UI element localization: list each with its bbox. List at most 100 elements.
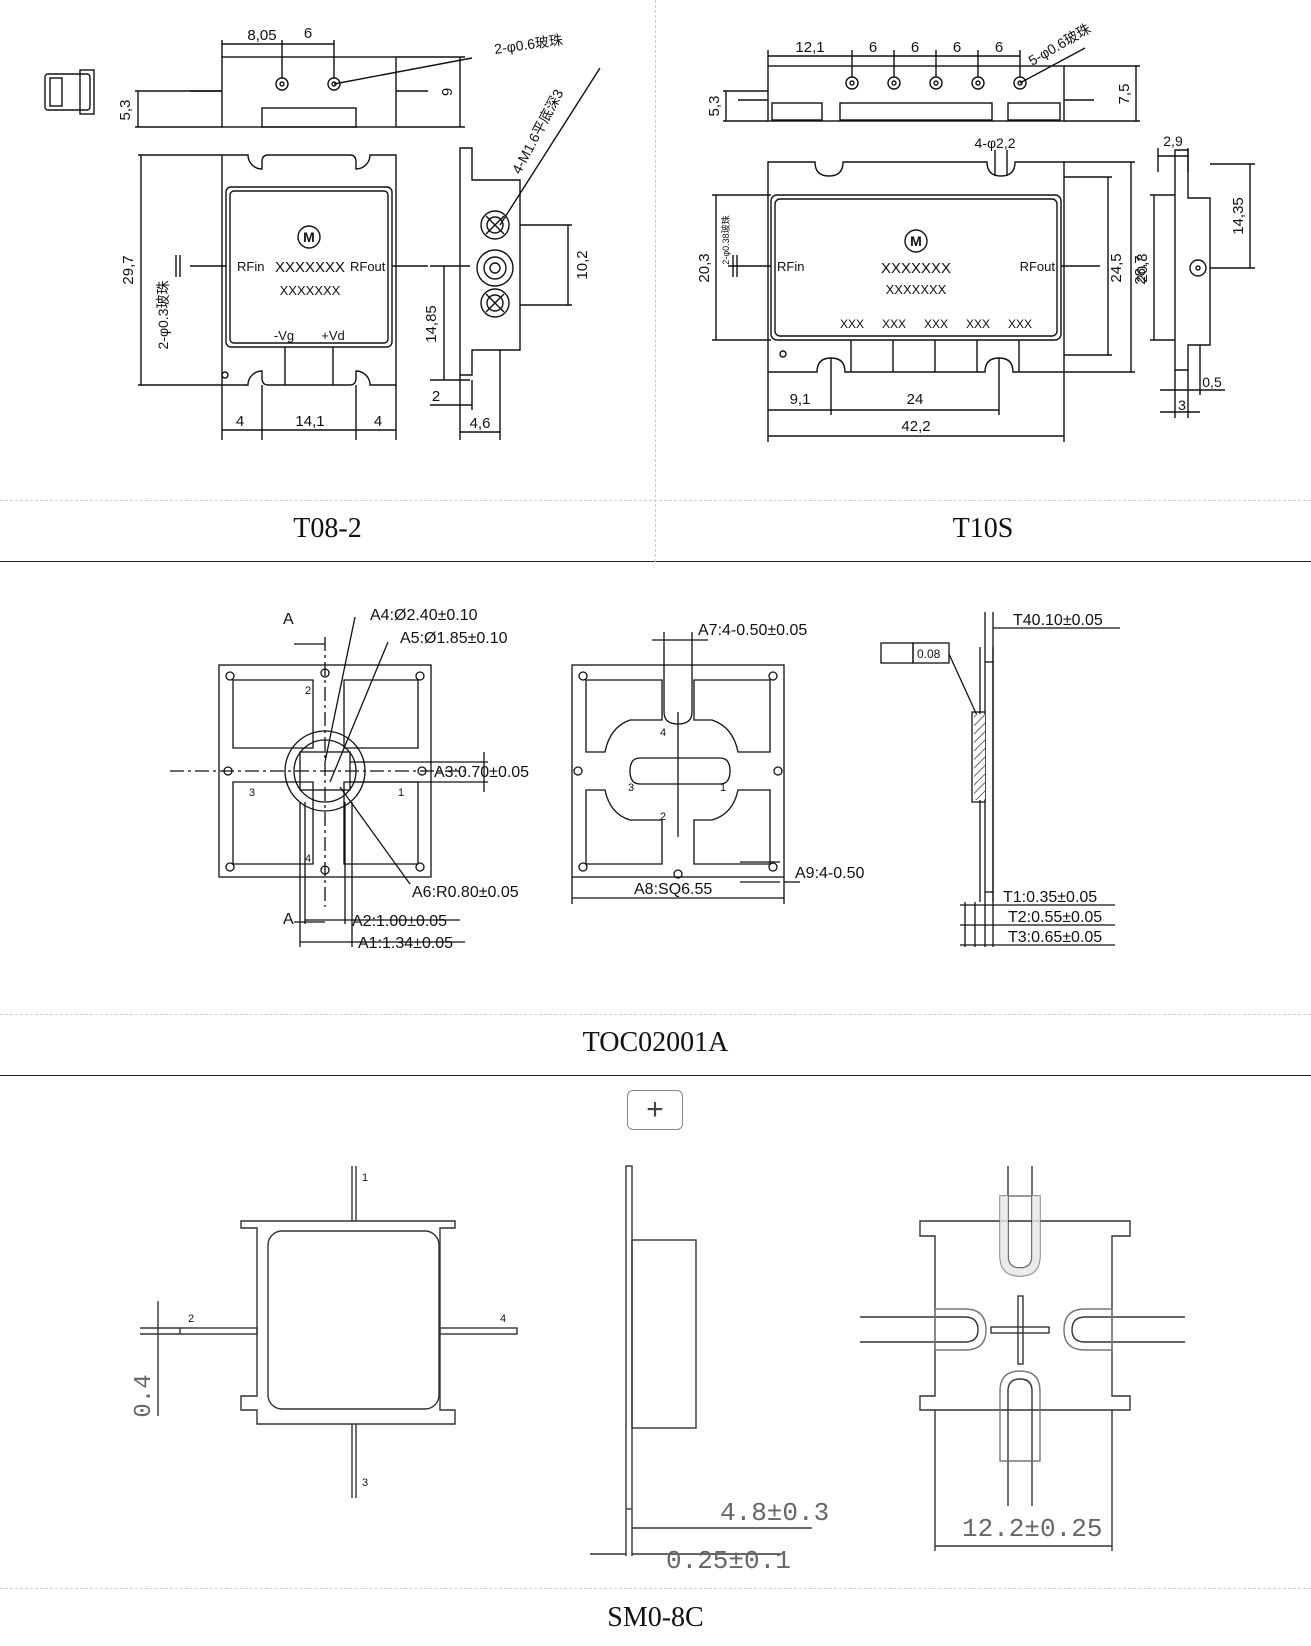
toc-dim-a2: A2:1.00±0.05 bbox=[352, 913, 447, 930]
t08-dim-6: 6 bbox=[304, 25, 312, 42]
t08-drawing: 8,05 6 5,3 9 2-φ0.6玻珠 4-M1.6平底深3 29,7 2-… bbox=[44, 25, 601, 440]
t10-dim-28-7: 28,7 bbox=[1132, 255, 1149, 284]
sm0-pin-2: 2 bbox=[188, 1313, 194, 1325]
t10-dim-20-3-left: 20,3 bbox=[696, 253, 713, 282]
sm0-bottom-view bbox=[919, 1220, 1131, 1411]
t08-dim-14-85: 14,85 bbox=[423, 305, 440, 343]
t08-side-profile bbox=[459, 147, 521, 376]
t08-top-view bbox=[221, 56, 397, 128]
sm0-dim-0-25: 0.25±0.1 bbox=[666, 1546, 791, 1576]
toc-dim-a9: A9:4-0.50 bbox=[795, 865, 864, 882]
sm0-top-view bbox=[240, 1220, 456, 1425]
add-button[interactable]: + bbox=[627, 1090, 683, 1130]
t10-dim-24: 24 bbox=[907, 391, 924, 408]
row-sm0: + bbox=[0, 1076, 1311, 1646]
toc-caption: TOC02001A bbox=[582, 1027, 729, 1058]
toc-dim-t3: T3:0.65±0.05 bbox=[1008, 929, 1102, 946]
t10-dim-20-3-side: 20,3 bbox=[1134, 253, 1151, 282]
t08-side-icon bbox=[44, 73, 91, 111]
t08-vd: +Vd bbox=[321, 328, 345, 343]
t08-model: XXXXXXX bbox=[275, 259, 345, 276]
t10-pin-xxx: XXX bbox=[882, 317, 906, 331]
t08-dim-5-3: 5,3 bbox=[117, 100, 134, 121]
t10-logo: M bbox=[910, 233, 922, 249]
t10-dim-6-d: 6 bbox=[995, 39, 1003, 56]
t10-side-profile bbox=[1174, 149, 1211, 371]
t10-caption: T10S bbox=[952, 513, 1014, 544]
toc-drawing: A A A4:Ø2.40±0.10 A5:Ø1.85±0.10 A3:0.70±… bbox=[170, 607, 1120, 952]
t08-dim-10-2: 10,2 bbox=[574, 250, 591, 279]
toc-dim-a8: A8:SQ6.55 bbox=[634, 881, 712, 898]
toc-dim-a5: A5:Ø1.85±0.10 bbox=[400, 630, 508, 647]
row-toc: A A A4:Ø2.40±0.10 A5:Ø1.85±0.10 A3:0.70±… bbox=[0, 562, 1311, 1076]
t08-note-bead06: 2-φ0.6玻珠 bbox=[493, 32, 564, 57]
t10-dim-6-b: 6 bbox=[911, 39, 919, 56]
t10-pin-xxx: XXX bbox=[840, 317, 864, 331]
t10-dim-7-5: 7,5 bbox=[1116, 84, 1133, 105]
t10-pin-xxx: XXX bbox=[1008, 317, 1032, 331]
t10-dim-0-5: 0,5 bbox=[1202, 374, 1222, 390]
t08-dim-9: 9 bbox=[439, 88, 456, 96]
t08-dim-4-6: 4,6 bbox=[470, 415, 491, 432]
toc-flatness: 0.08 bbox=[917, 647, 941, 661]
t10-dim-2-9: 2,9 bbox=[1163, 133, 1183, 149]
sm0-caption: SM0-8C bbox=[607, 1602, 704, 1633]
sm0-pin-4: 4 bbox=[500, 1313, 506, 1325]
toc-mid-pin-1: 1 bbox=[720, 782, 726, 794]
t10-dim-14-35: 14,35 bbox=[1230, 197, 1247, 235]
toc-mid-pin-2: 2 bbox=[660, 811, 666, 823]
t10-dim-5-3: 5,3 bbox=[706, 96, 723, 117]
toc-dim-a6: A6:R0.80±0.05 bbox=[412, 884, 519, 901]
t08-logo: M bbox=[303, 229, 315, 245]
t10-model2: XXXXXXX bbox=[886, 282, 947, 297]
sm0-dim-4-8: 4.8±0.3 bbox=[720, 1498, 829, 1528]
t08-dim-2: 2 bbox=[432, 388, 440, 405]
t10-dim-42-2: 42,2 bbox=[901, 418, 930, 435]
toc-section-a-top: A bbox=[283, 611, 294, 628]
t08-model2: XXXXXXX bbox=[280, 283, 341, 298]
sm0-pin-3: 3 bbox=[362, 1477, 368, 1489]
t08-rfin: RFin bbox=[237, 259, 264, 274]
t08-caption: T08-2 bbox=[293, 513, 362, 544]
t10-dim-24-5: 24,5 bbox=[1108, 253, 1125, 282]
t08-dim-4-left: 4 bbox=[236, 413, 244, 430]
t10-pin-xxx: XXX bbox=[924, 317, 948, 331]
t08-dim-8-05: 8,05 bbox=[247, 27, 276, 44]
t08-rfout: RFout bbox=[350, 259, 386, 274]
t08-dim-29-7: 29,7 bbox=[120, 255, 137, 284]
toc-pin-1: 1 bbox=[398, 787, 404, 799]
t10-pin-xxx: XXX bbox=[966, 317, 990, 331]
t08-dim-14-1: 14,1 bbox=[295, 413, 324, 430]
sm0-dim-12-2: 12.2±0.25 bbox=[962, 1514, 1102, 1544]
caption-separator bbox=[0, 1014, 1311, 1015]
t08-note-bead03: 2-φ0.3玻珠 bbox=[155, 281, 171, 350]
toc-pin-2: 2 bbox=[305, 685, 311, 697]
toc-mid-pin-3: 3 bbox=[628, 782, 634, 794]
sm0-dim-0-4: 0.4 bbox=[131, 1374, 158, 1417]
t10-dim-9-1: 9,1 bbox=[790, 391, 811, 408]
t10-dim-3: 3 bbox=[1178, 397, 1186, 413]
t10-model: XXXXXXX bbox=[881, 260, 951, 277]
row-t08-t10: 8,05 6 5,3 9 2-φ0.6玻珠 4-M1.6平底深3 29,7 2-… bbox=[0, 0, 1311, 562]
caption-separator bbox=[0, 1588, 1311, 1589]
t10-dim-12-1: 12,1 bbox=[795, 39, 824, 56]
toc-dim-t4: T40.10±0.05 bbox=[1013, 612, 1103, 629]
t10-dim-6-c: 6 bbox=[953, 39, 961, 56]
t10-note-bead038: 2-φ0.38玻珠 bbox=[720, 215, 731, 264]
sm0-drawing: 1 2 4 3 0.4 4.8±0.3 0.25±0.1 12.2±0.25 bbox=[131, 1165, 1185, 1576]
toc-back-view bbox=[571, 664, 785, 878]
toc-mid-pin-4: 4 bbox=[660, 727, 666, 739]
caption-separator bbox=[0, 500, 1311, 501]
toc-pin-3: 3 bbox=[249, 787, 255, 799]
t08-note-m16: 4-M1.6平底深3 bbox=[509, 86, 567, 176]
toc-dim-a7: A7:4-0.50±0.05 bbox=[698, 622, 807, 639]
toc-dim-a3: A3:0.70±0.05 bbox=[434, 764, 529, 781]
toc-section-a-bottom: A bbox=[283, 911, 294, 928]
sm0-pin-1: 1 bbox=[362, 1172, 368, 1184]
t10-dim-6-a: 6 bbox=[869, 39, 877, 56]
t10-rfout: RFout bbox=[1020, 259, 1056, 274]
t10-drawing: 12,1 6 6 6 6 5-φ0.6玻珠 5,3 7,5 4-φ2,2 2,9… bbox=[696, 20, 1255, 442]
t10-note-hole: 4-φ2,2 bbox=[975, 135, 1016, 151]
column-divider bbox=[655, 0, 656, 562]
